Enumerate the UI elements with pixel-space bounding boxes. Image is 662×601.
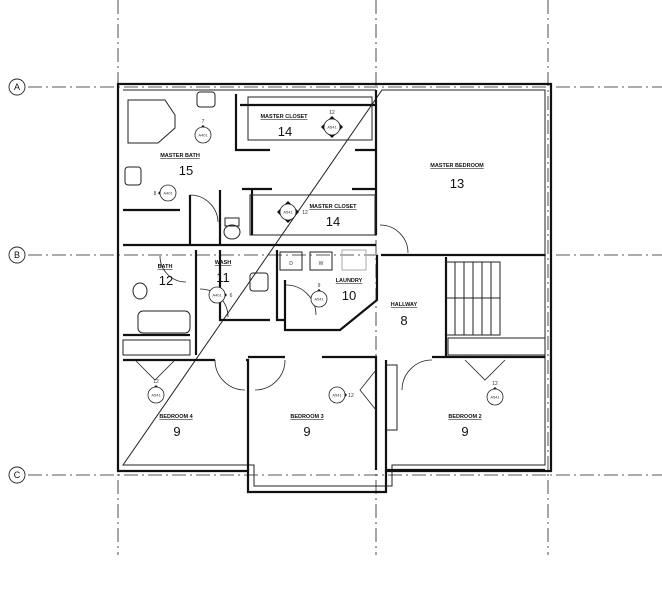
sink [196, 91, 216, 108]
svg-text:9: 9 [461, 424, 468, 439]
utility-sink [341, 249, 367, 271]
room-laundry: LAUNDRY 10 [336, 278, 363, 303]
svg-text:MASTER BATH: MASTER BATH [160, 153, 200, 159]
svg-text:A541: A541 [283, 210, 293, 215]
svg-text:A541: A541 [327, 125, 337, 130]
svg-text:9: 9 [173, 424, 180, 439]
svg-text:8: 8 [400, 313, 407, 328]
room-bedroom-2: BEDROOM 2 9 [448, 414, 481, 439]
svg-text:MASTER BEDROOM: MASTER BEDROOM [430, 163, 484, 169]
grid-bubble-b: B [8, 246, 26, 264]
corner-tub [127, 99, 176, 144]
elevation-tag: A541 12 [147, 379, 165, 404]
svg-text:W: W [319, 261, 324, 267]
toilet [132, 282, 148, 300]
svg-text:BEDROOM 3: BEDROOM 3 [290, 414, 323, 420]
svg-text:6: 6 [230, 293, 233, 299]
room-wash: WASH 11 [215, 260, 232, 285]
toilet-tank [224, 217, 240, 227]
grid-bubble-c: C [8, 466, 26, 484]
svg-text:12: 12 [302, 210, 308, 216]
svg-text:BATH: BATH [158, 264, 173, 270]
svg-text:MASTER CLOSET: MASTER CLOSET [260, 114, 308, 120]
room-master-closet-lower: MASTER CLOSET 14 [309, 204, 357, 229]
room-master-bath: MASTER BATH 15 [160, 153, 200, 178]
svg-text:A401: A401 [198, 133, 208, 138]
svg-text:13: 13 [450, 176, 464, 191]
svg-text:14: 14 [278, 124, 292, 139]
sink [124, 166, 142, 186]
svg-text:10: 10 [342, 288, 356, 303]
svg-text:BEDROOM 4: BEDROOM 4 [159, 414, 193, 420]
exterior-walls [116, 82, 553, 494]
svg-text:11: 11 [216, 270, 230, 285]
svg-text:12: 12 [153, 379, 159, 385]
elevation-tag: A401 8 [154, 184, 177, 202]
room-bedroom-3: BEDROOM 3 9 [290, 414, 323, 439]
room-hallway: HALLWAY 8 [391, 302, 418, 328]
svg-text:A541: A541 [490, 395, 500, 400]
dryer [279, 251, 303, 271]
room-master-bedroom: MASTER BEDROOM 13 [430, 163, 484, 191]
fixtures: D W [124, 91, 367, 334]
svg-text:9: 9 [303, 424, 310, 439]
svg-text:7: 7 [202, 119, 205, 125]
svg-text:14: 14 [326, 214, 340, 229]
interior-walls [122, 90, 546, 472]
room-bath: BATH 12 [158, 264, 174, 288]
elevation-tag: A541 9 [310, 283, 328, 308]
svg-text:9: 9 [318, 283, 321, 289]
elevation-tag: A541 12 [486, 381, 504, 406]
elevation-tag: A401 7 [194, 119, 212, 144]
svg-text:A401: A401 [163, 191, 173, 196]
elevation-tag: A401 6 [208, 286, 233, 304]
svg-text:HALLWAY: HALLWAY [391, 302, 418, 308]
grid-bubble-a: A [8, 78, 26, 96]
elevation-tag: A541 12 [328, 386, 354, 404]
svg-text:12: 12 [492, 381, 498, 387]
svg-text:A541: A541 [151, 393, 161, 398]
svg-text:MASTER CLOSET: MASTER CLOSET [309, 204, 357, 210]
toilet [223, 224, 241, 240]
svg-text:D: D [289, 261, 293, 267]
washer [309, 251, 333, 271]
svg-text:15: 15 [179, 163, 193, 178]
bathtub [137, 310, 191, 334]
elevation-tag: A541 12 [321, 110, 343, 138]
doors [134, 194, 506, 411]
svg-text:LAUNDRY: LAUNDRY [336, 278, 363, 284]
svg-text:A: A [14, 82, 20, 92]
svg-text:12: 12 [329, 110, 335, 116]
svg-text:WASH: WASH [215, 260, 232, 266]
svg-text:12: 12 [159, 273, 173, 288]
svg-text:12: 12 [348, 393, 354, 399]
room-master-closet-upper: MASTER CLOSET 14 [260, 114, 308, 139]
svg-text:C: C [14, 470, 21, 480]
svg-text:A401: A401 [212, 293, 222, 298]
room-bedroom-4: BEDROOM 4 9 [159, 414, 193, 439]
svg-text:BEDROOM 2: BEDROOM 2 [448, 414, 481, 420]
svg-text:A541: A541 [332, 393, 342, 398]
svg-text:8: 8 [154, 191, 157, 197]
svg-text:A541: A541 [314, 297, 324, 302]
svg-text:B: B [14, 250, 20, 260]
sink [249, 272, 269, 292]
elevation-tag: A541 12 [277, 201, 308, 223]
